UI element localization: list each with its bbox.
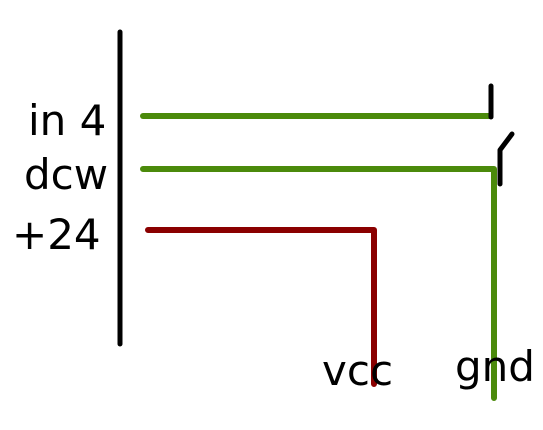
label-gnd: gnd xyxy=(455,342,535,391)
dcw-wire xyxy=(140,166,497,401)
label-in4: in 4 xyxy=(28,96,107,145)
label-vcc: vcc xyxy=(322,346,394,395)
switch-moving-contact xyxy=(497,131,515,187)
label-plus24: +24 xyxy=(12,210,101,259)
plus24-wire xyxy=(145,227,377,387)
label-dcw: dcw xyxy=(24,150,109,199)
